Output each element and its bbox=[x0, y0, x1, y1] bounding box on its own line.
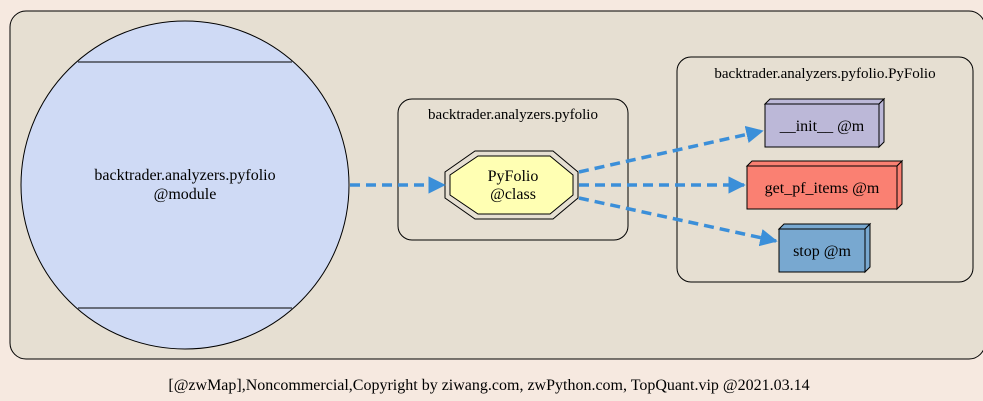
package-cluster bbox=[397, 98, 629, 241]
class-cluster-label: backtrader.analyzers.pyfolio.PyFolio bbox=[714, 66, 935, 82]
copyright-footer: [@zwMap],Noncommercial,Copyright by ziwa… bbox=[168, 377, 809, 394]
package-cluster-label: backtrader.analyzers.pyfolio bbox=[428, 107, 598, 123]
method-label-stop: stop @m bbox=[793, 243, 851, 260]
class-node[interactable]: PyFolio @class bbox=[444, 150, 579, 220]
class-cluster bbox=[676, 56, 974, 283]
method-label-init: __init__ @m bbox=[779, 118, 865, 135]
class-node-label-line1: PyFolio bbox=[488, 168, 539, 185]
class-node-label-line2: @class bbox=[490, 186, 536, 203]
method-node-stop[interactable]: stop @m bbox=[777, 222, 872, 274]
edge-class-to-stop bbox=[578, 196, 778, 247]
method-node-init[interactable]: __init__ @m bbox=[763, 97, 886, 149]
module-node-label-line2: @module bbox=[154, 186, 217, 203]
method-node-get-pf-items[interactable]: get_pf_items @m bbox=[745, 159, 904, 211]
module-node[interactable]: backtrader.analyzers.pyfolio @module bbox=[20, 20, 350, 350]
method-label-get-pf-items: get_pf_items @m bbox=[765, 180, 880, 197]
module-node-label-line1: backtrader.analyzers.pyfolio bbox=[94, 167, 275, 184]
edges bbox=[350, 125, 778, 247]
